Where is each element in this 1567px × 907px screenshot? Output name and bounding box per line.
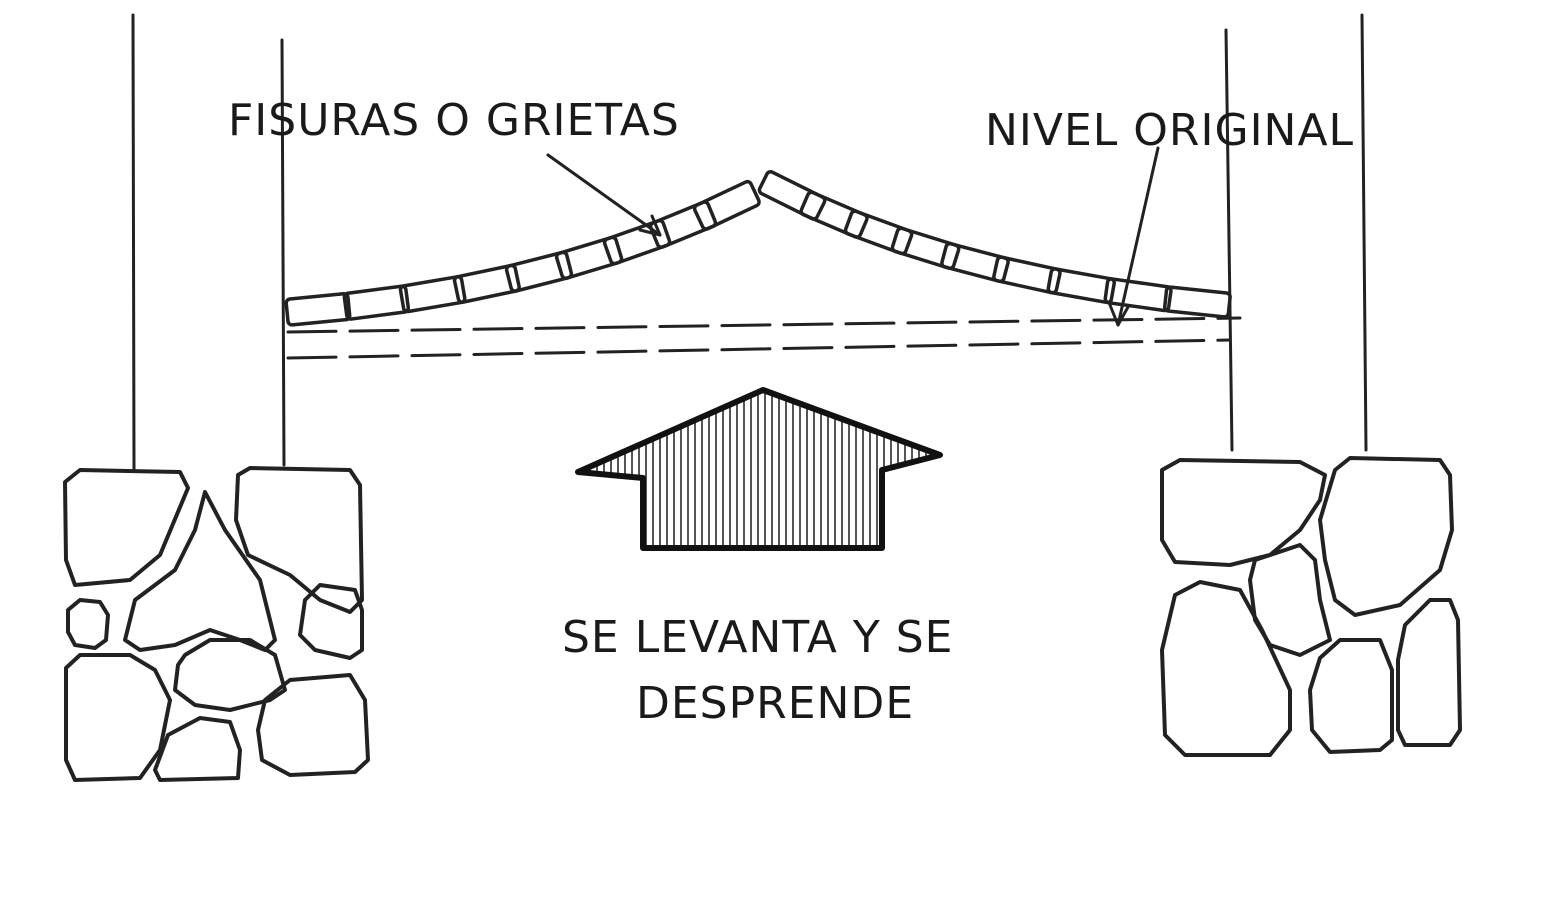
floor-tile [992, 255, 1062, 295]
leader-lines [546, 146, 1160, 327]
stone-foundation-left [63, 466, 370, 782]
original-level-label: NIVEL ORIGINAL [985, 105, 1354, 156]
floor-tile [554, 235, 624, 281]
upward-pressure-arrow [575, 387, 943, 551]
floor-tile [342, 284, 411, 321]
floor-tile [504, 250, 574, 293]
stone-foundation-right [1160, 456, 1462, 757]
floor-tile [692, 179, 761, 231]
caption-line-2: DESPRENDE [636, 678, 914, 729]
floor-tile [452, 263, 521, 304]
floor-tile [1103, 277, 1173, 313]
wall-lines [131, 13, 1368, 472]
caption-line-1: SE LEVANTA Y SE [562, 612, 953, 663]
floor-tile [602, 218, 672, 266]
wall-line-right-inner [1224, 28, 1234, 452]
floor-tile [799, 190, 869, 239]
floor-tile [1046, 267, 1116, 305]
floor-tile [940, 241, 1010, 284]
cracks-label: FISURAS O GRIETAS [228, 95, 680, 146]
wall-line-left-inner [280, 38, 286, 467]
wall-line-right-outer [1360, 13, 1368, 452]
heaved-floor-tiles [284, 169, 1232, 327]
wall-line-left-outer [131, 13, 136, 472]
floor-tile [843, 209, 914, 256]
floor-tile [284, 292, 352, 327]
floor-tile [890, 226, 961, 271]
floor-tile [648, 200, 718, 249]
floor-tile [757, 169, 827, 221]
level-leader-arrow [1116, 146, 1160, 327]
floor-tile [398, 274, 467, 314]
cracks-leader-arrow [546, 153, 662, 237]
floor-tile [1162, 285, 1232, 319]
original-level-dashes [286, 316, 1242, 360]
